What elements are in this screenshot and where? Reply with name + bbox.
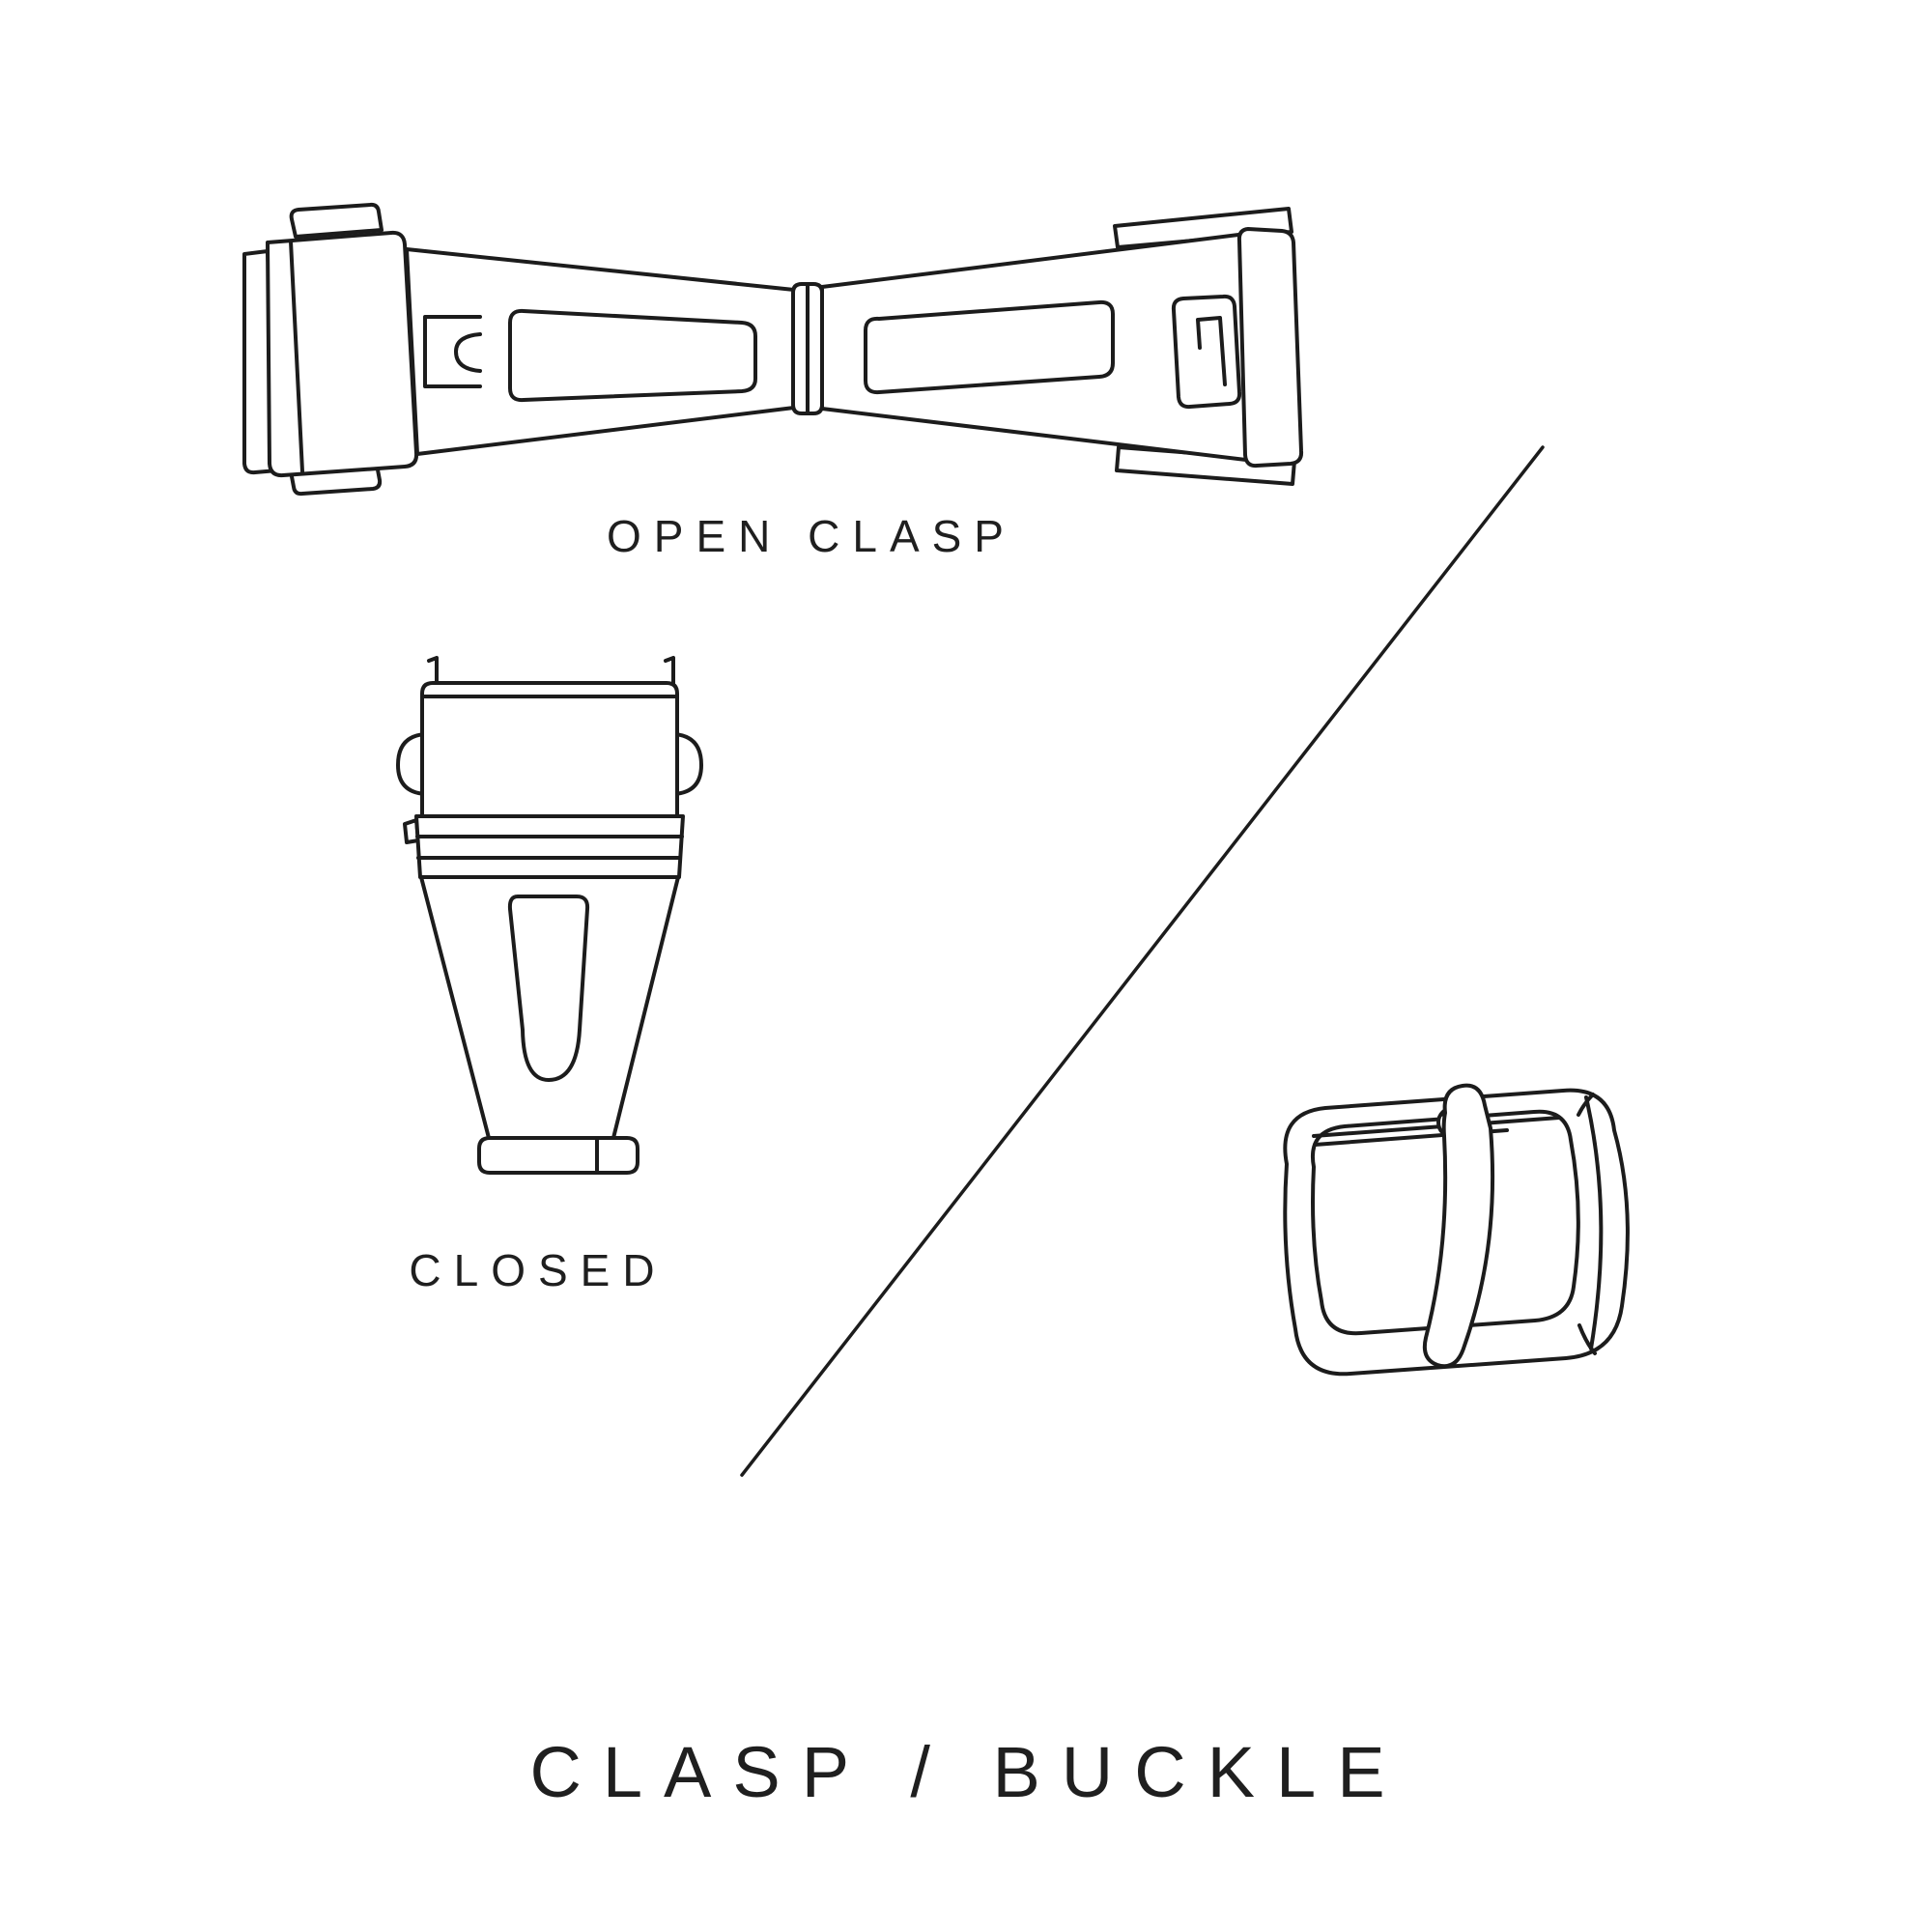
closed-right-ear	[672, 732, 703, 796]
clasp-left-arm-inner	[508, 308, 757, 403]
clasp-top-tab	[289, 202, 384, 239]
buckle-tongue	[1422, 1083, 1495, 1369]
clasp-hook-glyph	[1196, 316, 1227, 386]
buckle-wall-midline	[1584, 1095, 1604, 1350]
closed-band-lines	[415, 835, 684, 860]
pin-buckle-drawing	[1283, 1083, 1630, 1377]
closed-left-ear	[396, 732, 427, 796]
clasp-left-notch	[423, 315, 482, 388]
closed-band	[414, 814, 685, 879]
closed-clasp-label: CLOSED	[409, 1245, 668, 1295]
closed-prongs	[427, 656, 675, 686]
diagram-title: CLASP / BUCKLE	[529, 1732, 1406, 1812]
closed-body	[419, 875, 680, 1140]
clasp-top-right-bar	[1113, 207, 1293, 249]
closed-clasp-drawing	[396, 656, 703, 1175]
clasp-right-arm-inner	[864, 299, 1115, 395]
closed-foot	[477, 1136, 639, 1175]
clasp-left-notch-curve	[454, 332, 482, 373]
open-clasp-drawing	[242, 202, 1304, 497]
clasp-fold-piece	[266, 230, 419, 478]
clasp-fold-piece-line	[289, 240, 304, 473]
divider-line	[740, 445, 1545, 1477]
clasp-left-arm	[405, 247, 796, 456]
closed-slot	[507, 895, 590, 1082]
buckle-wall-top-cap	[1577, 1093, 1595, 1117]
buckle-wall-bottom-cap	[1577, 1323, 1597, 1355]
closed-top-box	[420, 681, 679, 818]
clasp-right-end-plate	[1236, 227, 1304, 469]
clasp-hook-box	[1171, 294, 1242, 410]
open-clasp-label: OPEN CLASP	[607, 511, 1016, 561]
